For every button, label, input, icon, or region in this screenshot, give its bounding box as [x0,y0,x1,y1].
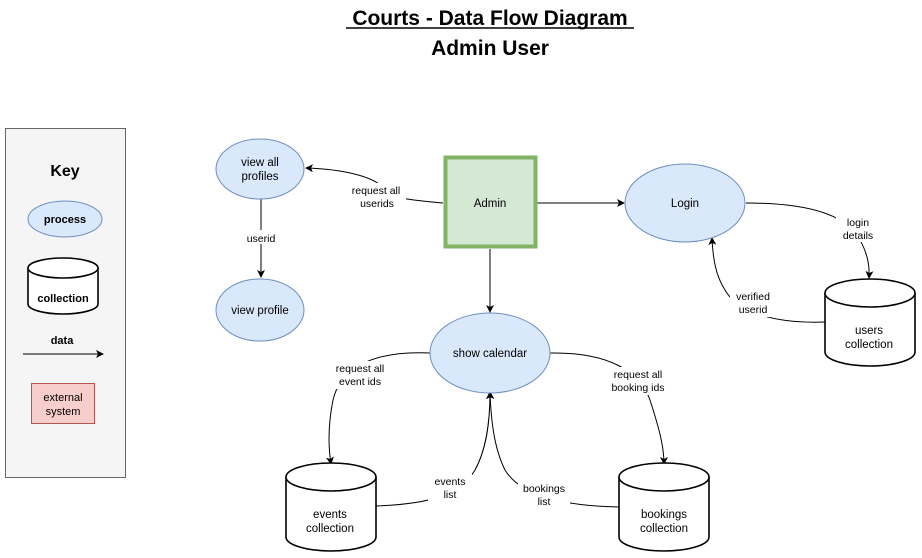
key-process-shape [27,200,103,238]
node-view-all-profiles[interactable]: view all profiles [215,138,305,200]
diagram-subtitle: Admin User [431,37,549,60]
label-request-all-event-ids-line1: request all [336,363,384,375]
key-external-shape [31,383,95,424]
key-external-label-line2: system [46,406,81,418]
show-calendar-process [429,312,551,394]
label-login-details-line2: details [843,230,873,242]
view-all-profiles-label-line1: view all [241,157,279,169]
key-collection-label: collection [37,293,89,305]
users-collection-label-line1: users [855,325,883,337]
label-request-all-booking-ids-line2: booking ids [611,382,664,394]
show-calendar-label: show calendar [453,348,527,360]
key-external-label-line1: external [43,392,82,404]
events-collection-label-line1: events [313,509,347,521]
label-events-list-line2: list [444,489,457,501]
login-label: Login [671,198,699,210]
edge-request-all-event-ids [325,352,432,465]
label-verified-userid-line2: userid [739,304,768,316]
admin-label: Admin [474,198,507,210]
edge-request-all-booking-ids [549,352,668,465]
node-bookings-collection[interactable]: bookings collection [618,462,710,552]
node-events-collection[interactable]: events collection [285,462,377,552]
label-request-all-userids-line1: request all [352,185,400,197]
users-collection-label-line2: collection [845,339,893,351]
view-all-profiles-process [215,138,305,200]
node-admin[interactable]: Admin [443,155,538,249]
node-show-calendar[interactable]: show calendar [429,312,551,394]
node-users-collection[interactable]: users collection [824,278,916,367]
edge-events-list [375,391,494,507]
key-collection-shape [27,257,99,315]
label-request-all-booking-ids-line1: request all [614,369,662,381]
key-data-label: data [51,335,75,347]
view-all-profiles-label-line2: profiles [241,171,278,183]
node-view-profile[interactable]: view profile [215,278,305,342]
key-title: Key [50,163,79,180]
label-userid: userid [247,233,276,245]
key-process-label: process [44,214,86,226]
admin-external-box [443,155,538,249]
edge-bookings-list [486,391,620,508]
events-collection-label-line2: collection [306,523,354,535]
edge-labels: request all userids userid login details… [243,183,882,509]
view-profile-process [215,278,305,342]
label-verified-userid-line1: verified [736,291,770,303]
view-profile-label: view profile [231,305,289,317]
diagram-title: Courts - Data Flow Diagram [352,7,627,30]
label-bookings-list-line2: list [538,496,551,508]
edge-verified-userid [708,237,826,323]
label-events-list-line1: events [435,476,466,488]
key-panel: Key process collection data external sys… [5,128,126,478]
node-login[interactable]: Login [624,163,746,243]
login-process [624,163,746,243]
label-request-all-userids-line2: userids [360,198,394,210]
bookings-collection-label-line2: collection [640,523,688,535]
label-request-all-event-ids-line2: event ids [339,376,381,388]
label-login-details-line1: login [847,217,869,229]
edges [257,164,874,508]
bookings-collection-label-line1: bookings [641,509,687,521]
label-bookings-list-line1: bookings [523,483,565,495]
